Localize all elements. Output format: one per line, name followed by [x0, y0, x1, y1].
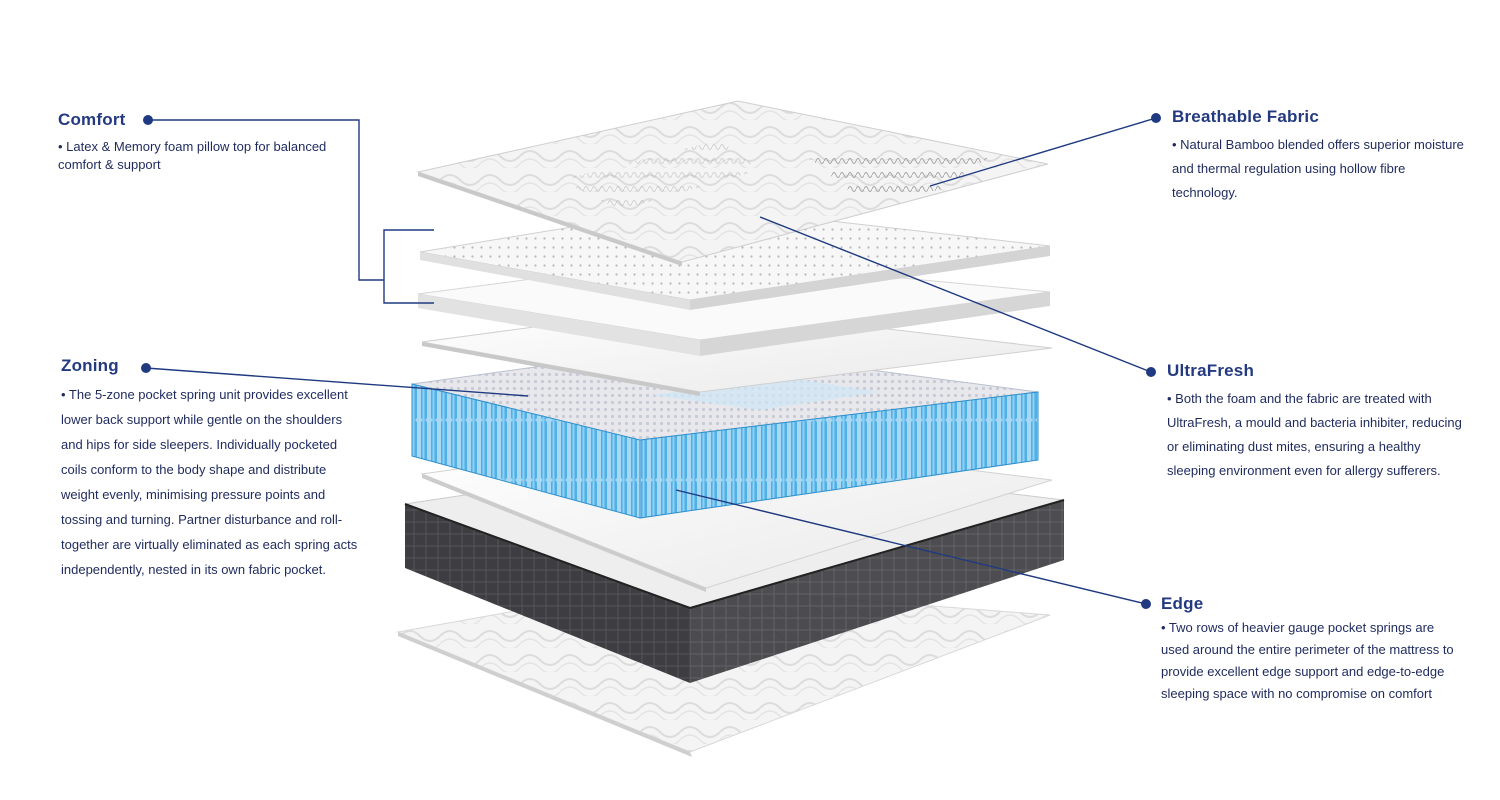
breathable-fabric-cover	[416, 100, 1049, 266]
breathable-fabric-callout: Breathable Fabric • Natural Bamboo blend…	[1172, 107, 1472, 205]
comfort-description: • Latex & Memory foam pillow top for bal…	[58, 139, 327, 172]
zoning-title: Zoning	[61, 356, 119, 375]
edge-connector	[675, 489, 1147, 605]
zoning-description: • The 5-zone pocket spring unit provides…	[61, 387, 358, 577]
zoning-callout: Zoning • The 5-zone pocket spring unit p…	[61, 356, 361, 582]
breathable-fabric-description: • Natural Bamboo blended offers superior…	[1172, 137, 1464, 200]
edge-callout: Edge • Two rows of heavier gauge pocket …	[1161, 594, 1461, 705]
breathable-marker-dot	[1151, 113, 1161, 123]
zoning-connector	[145, 367, 529, 397]
ultrafresh-connector	[759, 216, 1152, 373]
comfort-marker-dot	[143, 115, 153, 125]
ultrafresh-marker-dot	[1146, 367, 1156, 377]
ultrafresh-title: UltraFresh	[1167, 361, 1255, 380]
edge-title: Edge	[1161, 594, 1204, 613]
comfort-connector	[148, 119, 434, 304]
edge-marker-dot	[1141, 599, 1151, 609]
breathable-connector	[929, 117, 1157, 187]
breathable-fabric-title: Breathable Fabric	[1172, 107, 1320, 126]
ultrafresh-description: • Both the foam and the fabric are treat…	[1167, 391, 1462, 478]
ultrafresh-callout: UltraFresh • Both the foam and the fabri…	[1167, 361, 1467, 483]
zoning-marker-dot	[141, 363, 151, 373]
comfort-callout: Comfort • Latex & Memory foam pillow top…	[58, 110, 358, 174]
comfort-title: Comfort	[58, 110, 126, 129]
edge-description: • Two rows of heavier gauge pocket sprin…	[1161, 620, 1454, 701]
